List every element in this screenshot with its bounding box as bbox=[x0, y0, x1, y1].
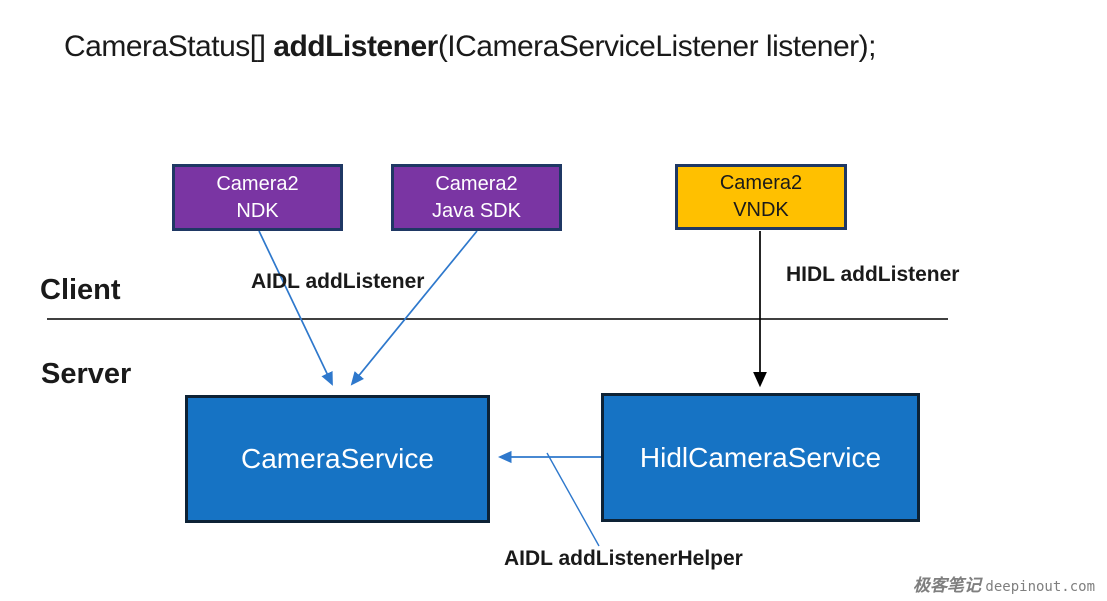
title-prefix: CameraStatus[] bbox=[64, 30, 274, 63]
page-title: CameraStatus[] addListener(ICameraServic… bbox=[64, 30, 876, 64]
node-camera2-ndk-line2: NDK bbox=[236, 199, 279, 222]
edge-label-hidl-addlistener: HIDL addListener bbox=[786, 263, 960, 286]
node-camera2-ndk: Camera2 NDK bbox=[172, 164, 343, 231]
node-cameraservice-label: CameraService bbox=[241, 443, 434, 474]
arrow-javasdk-to-cameraservice bbox=[350, 230, 478, 386]
leader-line-addlistenerhelper bbox=[546, 452, 600, 547]
node-hidlcameraservice: HidlCameraService bbox=[601, 393, 920, 522]
node-cameraservice: CameraService bbox=[185, 395, 490, 523]
node-camera2-vndk-line2: VNDK bbox=[733, 199, 789, 221]
node-hidlcameraservice-label: HidlCameraService bbox=[639, 441, 882, 473]
watermark-chinese: 极客笔记 bbox=[912, 576, 981, 596]
node-camera2-vndk: Camera2 VNDK bbox=[675, 164, 847, 230]
watermark-domain: deepinout.com bbox=[985, 579, 1095, 595]
server-layer-label: Server bbox=[41, 358, 132, 390]
edge-label-aidl-addlistenerhelper: AIDL addListenerHelper bbox=[504, 547, 743, 570]
node-camera2-java-sdk-line2: Java SDK bbox=[432, 199, 521, 222]
client-layer-label: Client bbox=[40, 274, 121, 306]
node-camera2-vndk-line1: Camera2 bbox=[719, 172, 803, 194]
edge-label-aidl-addlistener: AIDL addListener bbox=[251, 270, 425, 293]
title-suffix: (ICameraServiceListener listener); bbox=[437, 30, 877, 63]
node-camera2-java-sdk-line1: Camera2 bbox=[435, 172, 518, 195]
node-camera2-ndk-line1: Camera2 bbox=[216, 172, 299, 195]
watermark: 极客笔记 deepinout.com bbox=[913, 571, 1095, 596]
node-camera2-java-sdk: Camera2 Java SDK bbox=[391, 164, 562, 231]
title-method-name: addListener bbox=[273, 30, 438, 63]
arrow-ndk-to-cameraservice bbox=[258, 230, 333, 386]
